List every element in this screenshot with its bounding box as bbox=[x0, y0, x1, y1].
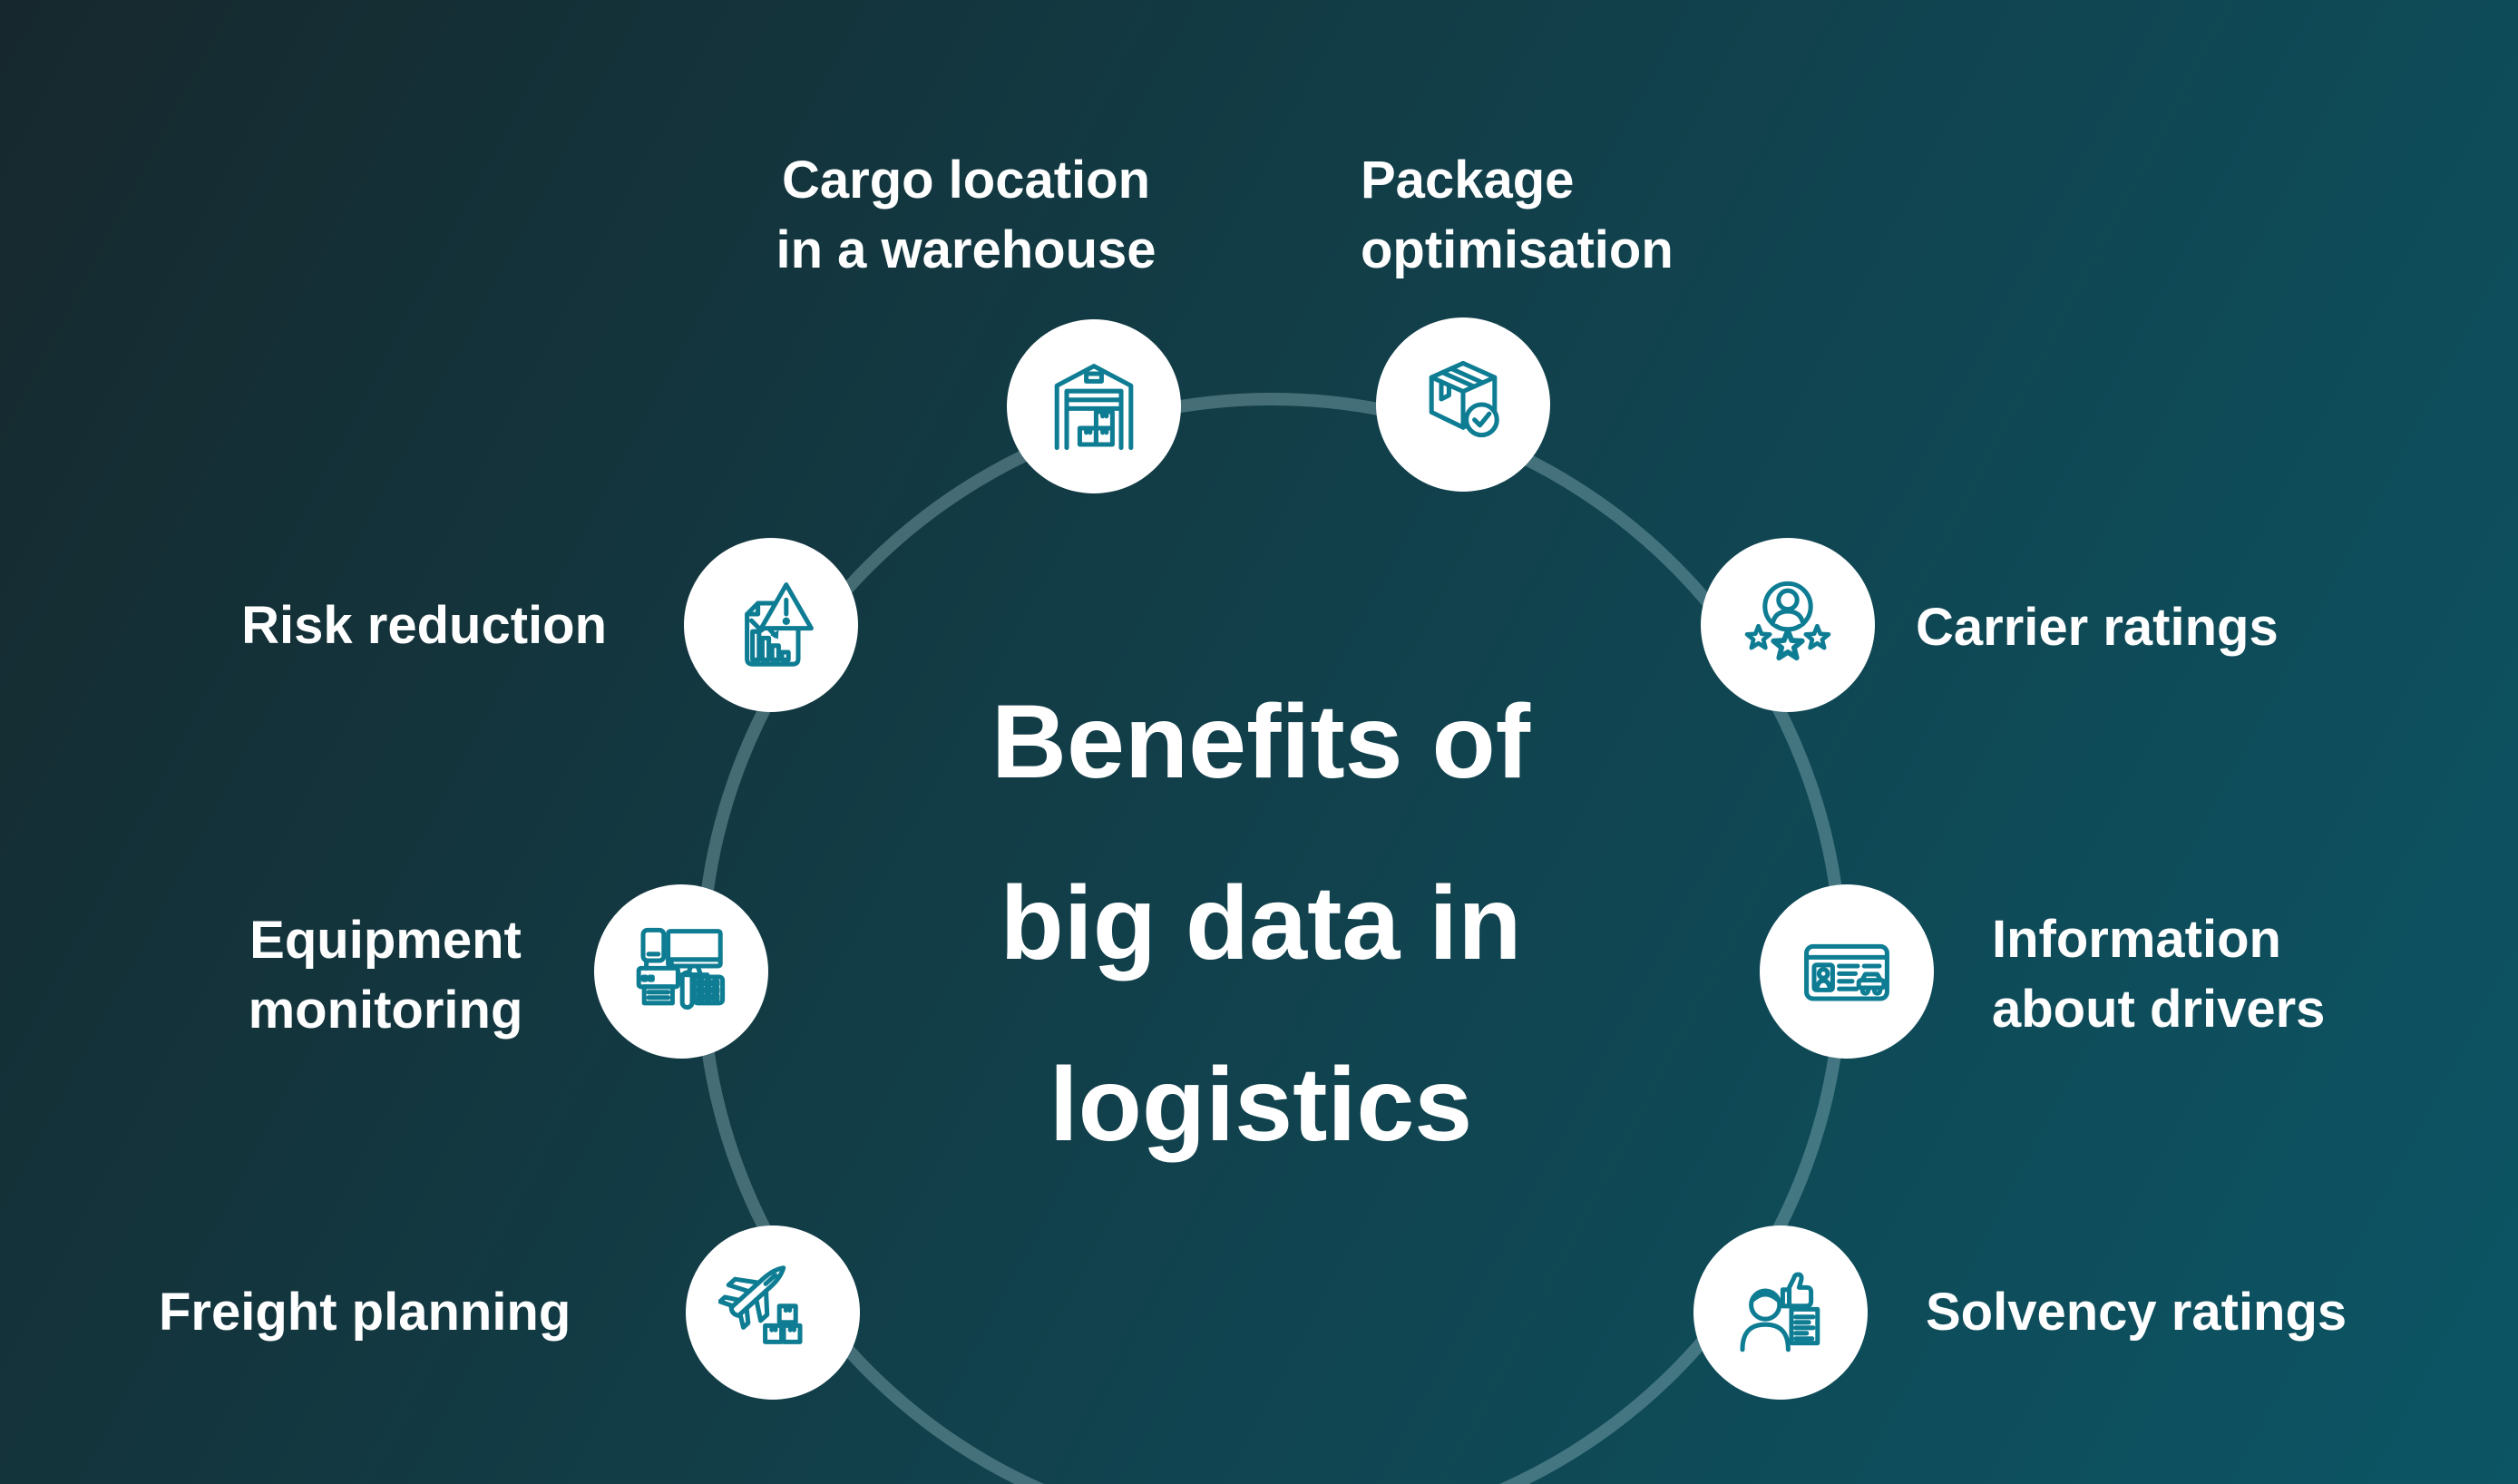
cargo-location-icon-badge bbox=[1007, 319, 1181, 493]
label-line: about drivers bbox=[1992, 980, 2326, 1039]
risk-reduction-label: Risk reduction bbox=[63, 591, 607, 660]
information-about-drivers-icon-badge bbox=[1760, 884, 1934, 1059]
cargo-location-label: Cargo location in a warehouse bbox=[649, 145, 1283, 285]
person-stars-icon bbox=[1744, 581, 1831, 661]
label-line: Risk reduction bbox=[241, 596, 607, 655]
title-line-2: big data in bbox=[1000, 865, 1522, 981]
title-line-3: logistics bbox=[1049, 1047, 1473, 1163]
risk-chart-warning-icon bbox=[745, 582, 814, 667]
equipment-monitoring-icon-badge bbox=[594, 884, 768, 1059]
title-line-1: Benefits of bbox=[991, 684, 1531, 800]
freight-planning-icon-badge bbox=[686, 1225, 860, 1400]
warehouse-icon bbox=[1054, 364, 1134, 451]
carrier-ratings-icon-badge bbox=[1701, 538, 1875, 712]
solvency-ratings-label: Solvency ratings bbox=[1926, 1277, 2347, 1347]
label-line: Freight planning bbox=[159, 1283, 571, 1342]
package-check-icon bbox=[1429, 360, 1499, 438]
package-optimisation-icon-badge bbox=[1376, 317, 1550, 492]
solvency-ratings-icon-badge bbox=[1693, 1225, 1868, 1400]
freight-planning-label: Freight planning bbox=[159, 1277, 571, 1347]
label-line: monitoring bbox=[248, 981, 523, 1040]
infographic-title: Benefits of big data in logistics bbox=[263, 651, 2259, 1196]
equipment-monitoring-label: Equipment monitoring bbox=[68, 905, 703, 1045]
label-line: in a warehouse bbox=[776, 220, 1157, 279]
label-line: Cargo location bbox=[781, 151, 1151, 210]
information-about-drivers-label: Information about drivers bbox=[1992, 904, 2325, 1044]
label-line: Equipment bbox=[249, 911, 522, 970]
label-line: Information bbox=[1992, 910, 2281, 969]
carrier-ratings-label: Carrier ratings bbox=[1916, 592, 2279, 662]
label-line: Carrier ratings bbox=[1916, 598, 2279, 657]
label-line: optimisation bbox=[1361, 220, 1674, 279]
risk-reduction-icon-badge bbox=[684, 538, 858, 712]
person-thumbs-up-document-icon bbox=[1740, 1272, 1820, 1352]
package-optimisation-label: Package optimisation bbox=[1361, 145, 1674, 285]
label-line: Package bbox=[1361, 151, 1575, 210]
office-equipment-icon bbox=[636, 927, 726, 1010]
label-line: Solvency ratings bbox=[1926, 1283, 2347, 1342]
driver-license-icon bbox=[1804, 943, 1889, 1001]
airplane-cargo-icon bbox=[718, 1265, 803, 1344]
